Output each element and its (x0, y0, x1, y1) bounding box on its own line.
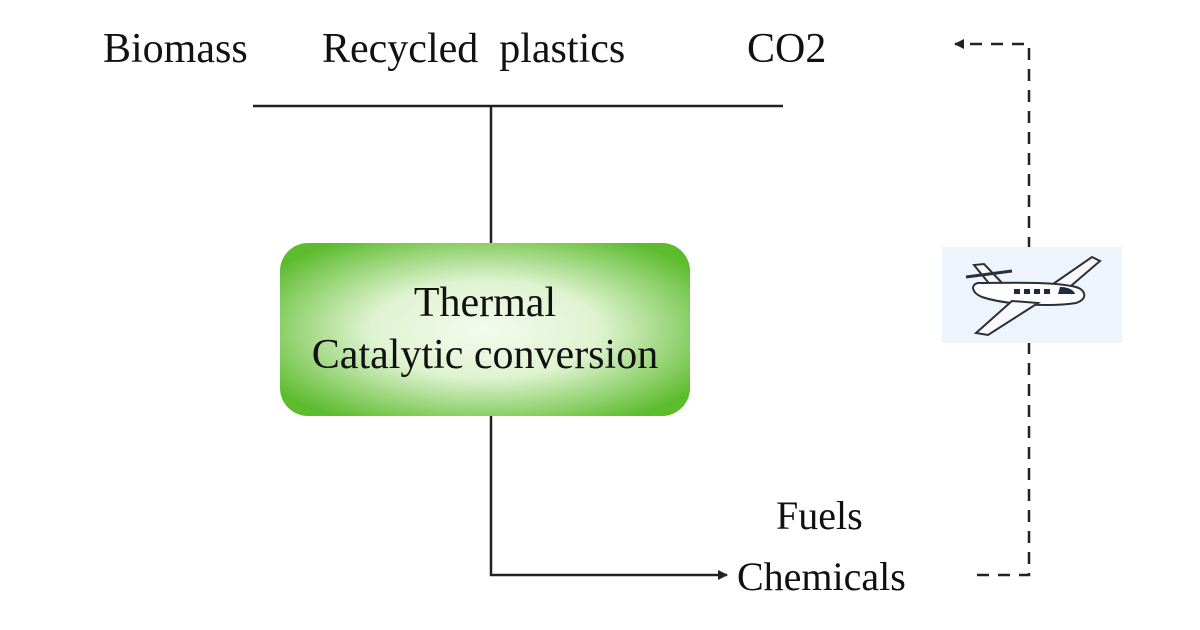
process-to-products-arrow (489, 416, 728, 580)
process-box: Thermal Catalytic conversion (280, 243, 690, 416)
input-biomass: Biomass (103, 26, 248, 72)
process-line-2: Catalytic conversion (311, 331, 659, 378)
process-box-fill (280, 243, 690, 416)
airplane-icon (965, 255, 1102, 337)
input-recycled-plastics: Recycled plastics (322, 26, 626, 72)
aircraft-card (942, 247, 1122, 343)
input-co2: CO2 (747, 26, 827, 72)
process-line-1: Thermal (413, 280, 557, 327)
output-fuels: Fuels (776, 493, 863, 538)
output-chemicals: Chemicals (737, 554, 906, 599)
